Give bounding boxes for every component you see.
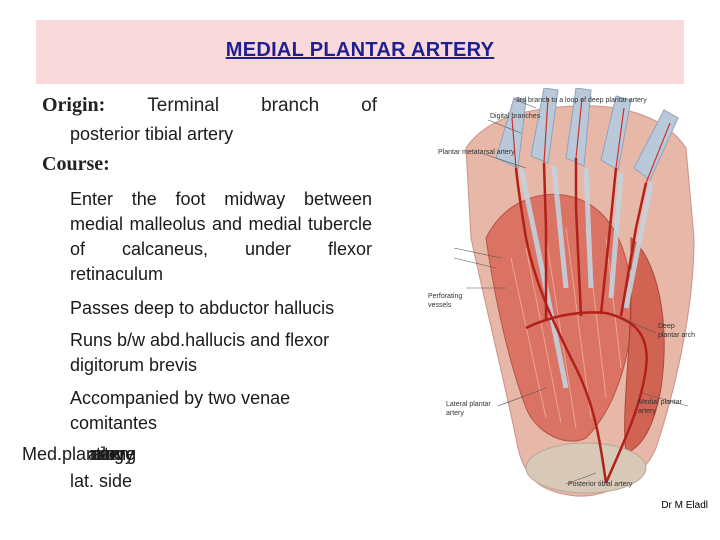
figure-label: plantar arch: [658, 332, 695, 339]
course-bullet: Accompanied by two venae comitantes: [70, 388, 291, 433]
figure-label: Posterior tibial artery: [568, 481, 633, 488]
overlap-word: nerve: [90, 444, 136, 464]
origin-word: of: [361, 95, 377, 116]
overlapping-words: ntar artery nerve ing along: [86, 444, 146, 466]
origin-line: Origin: Terminal branch of: [42, 94, 377, 117]
overlap-word: ntar: [86, 444, 118, 464]
foot-anatomy-illustration: 3rd branch to a loop of deep plantar art…: [426, 88, 710, 498]
origin-word: Terminal: [147, 95, 220, 116]
figure-label: Digital branches: [490, 113, 541, 120]
slide-title: MEDIAL PLANTAR ARTERY: [225, 39, 495, 61]
origin-continuation: posterior tibial artery: [70, 124, 234, 144]
course-bullet: Runs b/w abd.hallucis and flexor digitor…: [70, 330, 330, 375]
figure-label: Perforating: [428, 293, 462, 300]
overlap-word: along: [92, 444, 137, 464]
overlap-word: artery: [88, 444, 135, 464]
overlap-word: ing: [100, 444, 125, 464]
title-band: [36, 20, 684, 84]
course-bullet: Passes deep to abductor hallucis: [70, 298, 335, 318]
med-plantar-line: Med.pla ntar artery nerve ing along: [22, 444, 146, 466]
figure-label: Medial plantar: [638, 399, 683, 406]
figure-label: Deep: [658, 323, 675, 330]
figure-label: vessels: [428, 302, 452, 309]
figure-label: artery: [638, 408, 656, 415]
figure-label: Lateral plantar: [446, 401, 491, 408]
origin-heading: Origin:: [42, 94, 106, 116]
course-heading: Course:: [42, 153, 110, 175]
origin-word: branch: [261, 95, 320, 116]
course-bullet: Enter the foot midway between medial mal…: [70, 189, 372, 284]
med-plantar-continuation: lat. side: [70, 471, 133, 491]
author-credit: Dr M Eladl: [661, 500, 708, 511]
figure-label: Plantar metatarsal artery: [438, 149, 515, 156]
figure-label: artery: [446, 410, 464, 417]
med-plantar-prefix: Med.pla: [22, 444, 87, 464]
figure-label: 3rd branch to a loop of deep plantar art…: [516, 97, 647, 104]
